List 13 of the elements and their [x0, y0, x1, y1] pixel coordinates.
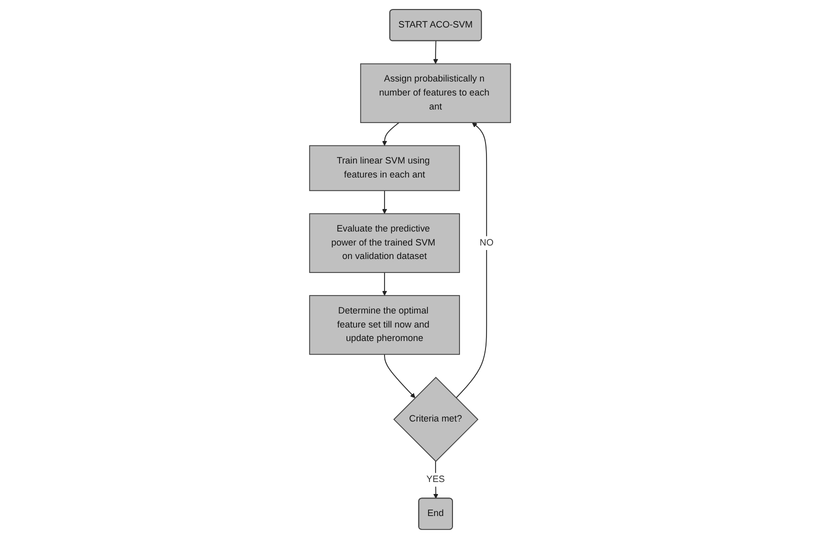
node-box: Evaluate the predictive power of the trained SVM on validation dataset: [310, 213, 460, 273]
arrow: [456, 122, 488, 398]
arrow: [382, 122, 400, 146]
arrow: [382, 190, 388, 214]
arrow: [382, 272, 388, 296]
node-box: Assign probabilistically n number of features to each ant: [360, 63, 512, 124]
arrow: [433, 40, 439, 64]
edge-label: YES: [426, 474, 446, 484]
node-diamond: Criteria met?: [394, 376, 479, 462]
node-box: Train linear SVM using features in each ant: [310, 145, 460, 192]
edge-label: NO: [480, 238, 494, 248]
node-box: Determine the optimal feature set till now and update pheromone: [310, 295, 460, 355]
arrow: [384, 354, 416, 398]
